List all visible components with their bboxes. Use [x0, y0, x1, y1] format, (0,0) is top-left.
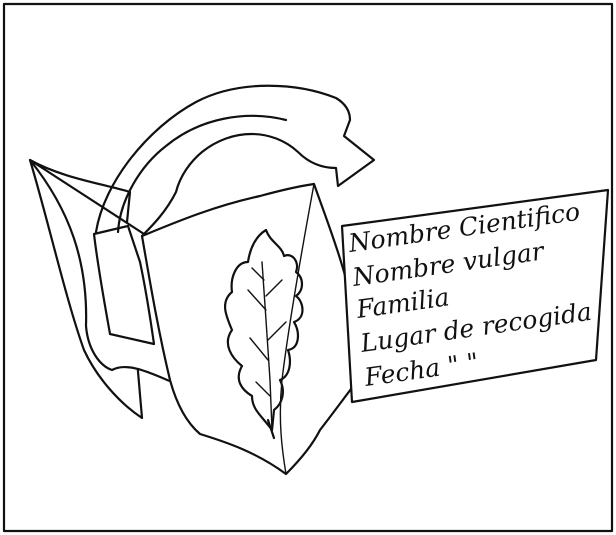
main-sheet: [140, 182, 366, 476]
holly-leaf-icon: [224, 228, 304, 440]
main-sheet-fold: [279, 183, 315, 475]
curved-arrow: [94, 84, 376, 238]
label-card: [340, 188, 610, 404]
folder-left-flap: [28, 158, 184, 388]
arrow-inner-curve: [116, 114, 288, 234]
folder-window: [92, 224, 156, 346]
